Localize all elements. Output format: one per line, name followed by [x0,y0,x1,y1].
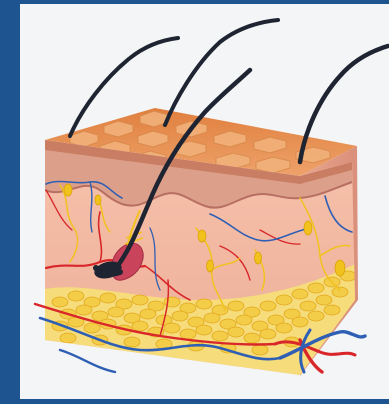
hair-strand [165,20,278,125]
